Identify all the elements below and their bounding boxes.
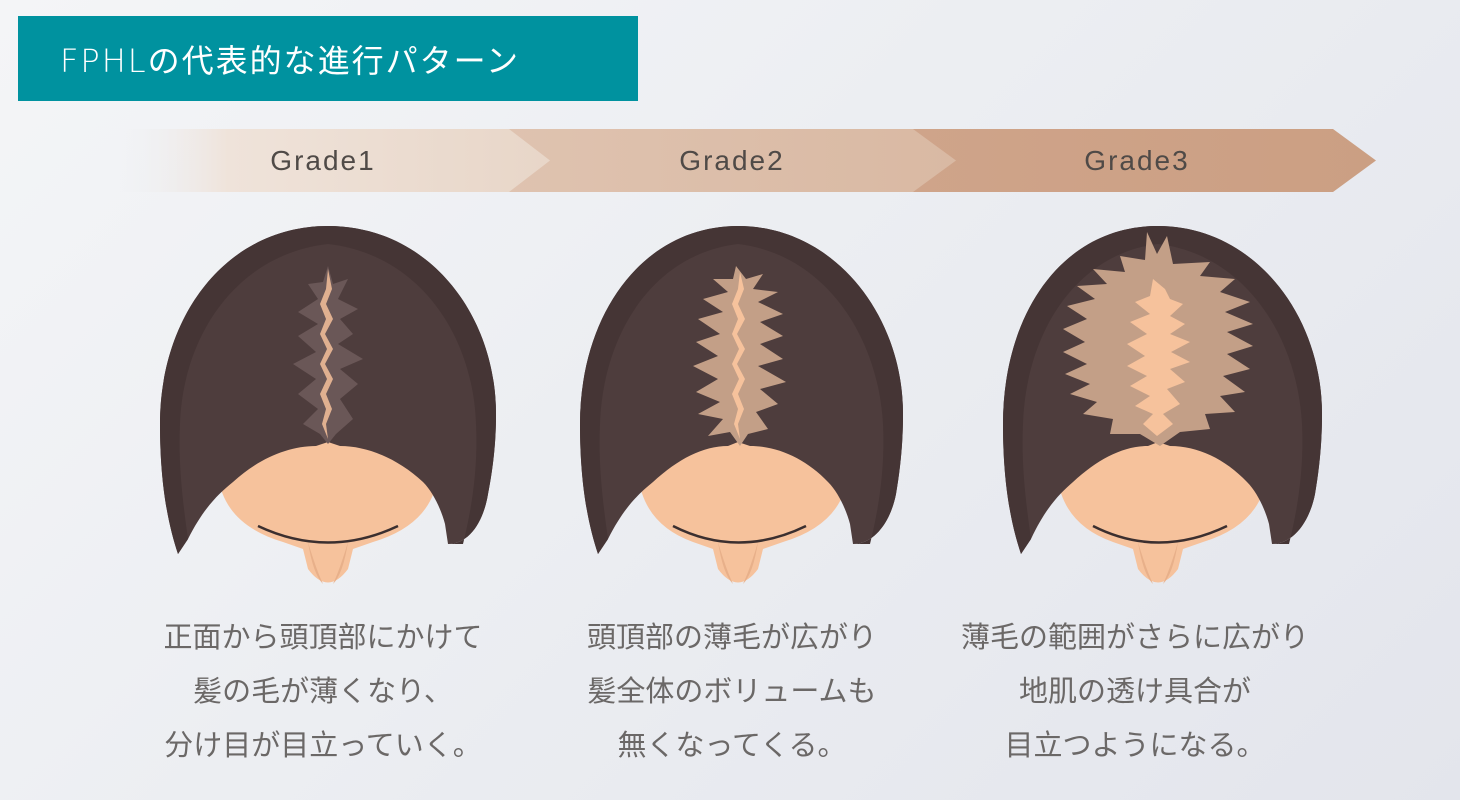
grade3-head-illustration — [995, 224, 1335, 598]
caption-line: 地肌の透け具合が — [1018, 674, 1251, 708]
title-banner: FPHLの代表的な進行パターン — [18, 16, 638, 101]
grade-progress-arrow — [0, 129, 1460, 192]
page-title: FPHLの代表的な進行パターン — [60, 41, 520, 80]
caption-line: 無くなってくる。 — [617, 728, 847, 762]
grade1-head-illustration — [158, 224, 498, 598]
grade2-label: Grade2 — [679, 145, 785, 176]
grade1-caption: 正面から頭頂部にかけて 髪の毛が薄くなり、 分け目が目立っていく。 — [113, 610, 533, 772]
caption-line: 正面から頭頂部にかけて — [163, 620, 483, 654]
caption-line: 分け目が目立っていく。 — [164, 728, 482, 762]
head-top-view-icon — [160, 226, 496, 584]
caption-line: 頭頂部の薄毛が広がり — [586, 620, 877, 654]
caption-line: 薄毛の範囲がさらに広がり — [960, 620, 1309, 654]
head-top-view-icon — [1003, 226, 1322, 584]
grade2-head-illustration — [578, 224, 918, 598]
caption-line: 髪の毛が薄くなり、 — [193, 674, 453, 708]
progress-arrow-shape — [120, 129, 1376, 192]
caption-line: 目立つようになる。 — [1004, 728, 1266, 762]
grade2-caption: 頭頂部の薄毛が広がり 髪全体のボリュームも 無くなってくる。 — [522, 610, 942, 772]
head-top-view-icon — [580, 226, 903, 584]
grade1-label: Grade1 — [270, 145, 376, 176]
grade3-label: Grade3 — [1084, 145, 1190, 176]
grade3-caption: 薄毛の範囲がさらに広がり 地肌の透け具合が 目立つようになる。 — [925, 610, 1345, 772]
caption-line: 髪全体のボリュームも — [587, 674, 877, 708]
